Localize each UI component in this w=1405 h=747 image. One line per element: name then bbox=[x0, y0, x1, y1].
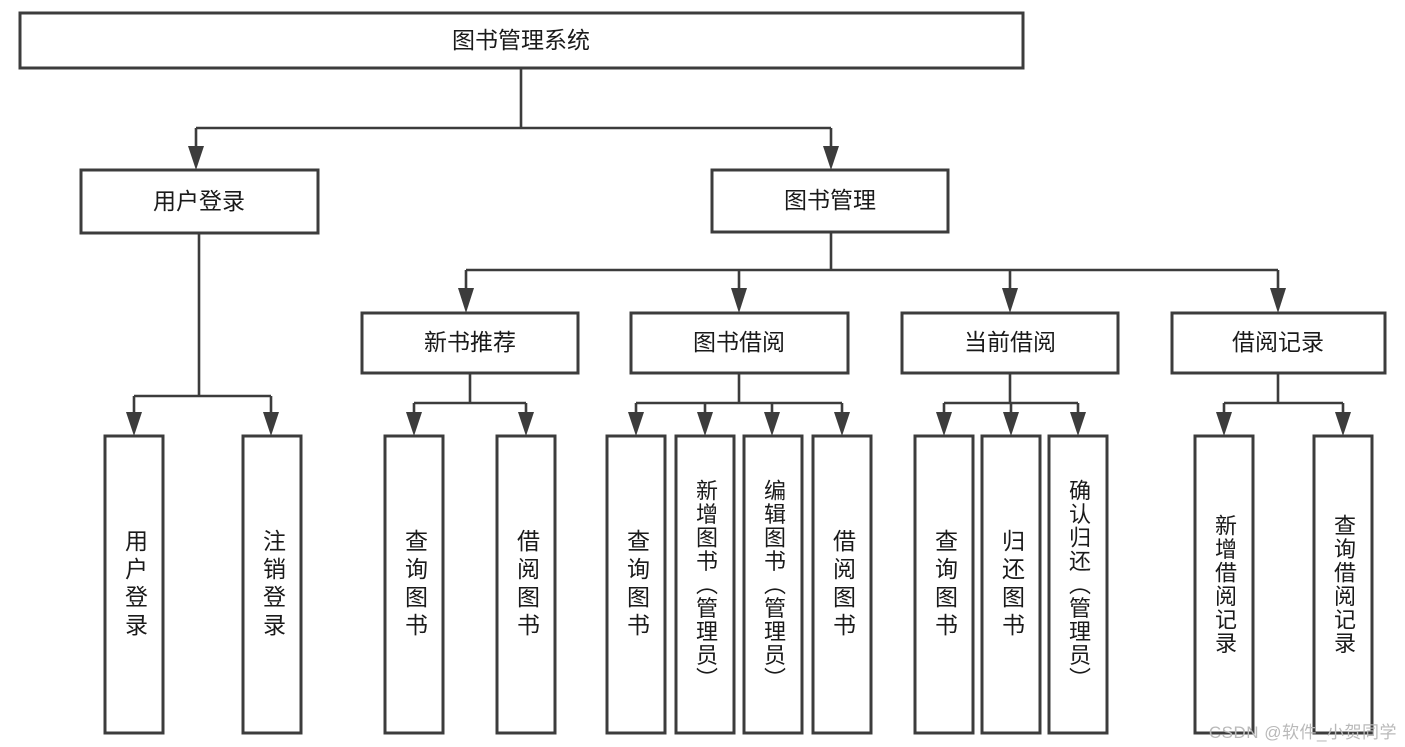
leaf-label: 借阅图书 bbox=[829, 528, 856, 641]
leaf-box-new-book-1[interactable] bbox=[495, 434, 557, 735]
leaf-label: 新增图书（管理员） bbox=[693, 478, 718, 691]
leaf-user-login-0[interactable]: 用户登录 bbox=[105, 436, 163, 733]
leaf-label: 查询图书 bbox=[623, 528, 650, 641]
leaf-label: 借阅图书 bbox=[513, 528, 540, 641]
leaf-current-borrow-0[interactable]: 查询图书 bbox=[915, 436, 973, 733]
node-new-book-recommend[interactable]: 新书推荐 bbox=[360, 311, 580, 375]
node-new-book-recommend-label: 新书推荐 bbox=[424, 329, 516, 355]
leaf-box-user-login-1[interactable] bbox=[241, 434, 303, 735]
node-borrow-records[interactable]: 借阅记录 bbox=[1170, 311, 1387, 375]
leaf-book-borrow-3[interactable]: 借阅图书 bbox=[813, 436, 871, 733]
leaf-box-new-book-0[interactable] bbox=[383, 434, 445, 735]
connector-group-book-management bbox=[458, 232, 1286, 313]
node-book-management-label: 图书管理 bbox=[784, 187, 876, 213]
leaf-label: 查询图书 bbox=[931, 528, 958, 641]
leaf-box-user-login-0[interactable] bbox=[103, 434, 165, 735]
leaf-label: 归还图书 bbox=[998, 528, 1025, 641]
connector-group-borrow-records bbox=[1216, 373, 1351, 436]
leaf-box-book-borrow-3[interactable] bbox=[811, 434, 873, 735]
node-user-login[interactable]: 用户登录 bbox=[79, 168, 320, 235]
leaf-label: 查询图书 bbox=[401, 528, 428, 641]
leaf-box-borrow-records-0[interactable] bbox=[1193, 434, 1255, 735]
leaf-box-current-borrow-0[interactable] bbox=[913, 434, 975, 735]
leaf-box-current-borrow-1[interactable] bbox=[980, 434, 1042, 735]
node-root[interactable]: 图书管理系统 bbox=[18, 11, 1025, 70]
connector-group-book-borrow bbox=[628, 373, 850, 436]
leaf-label: 注销登录 bbox=[259, 528, 286, 641]
leaf-label: 查询借阅记录 bbox=[1331, 514, 1356, 655]
leaf-book-borrow-2[interactable]: 编辑图书（管理员） bbox=[744, 436, 802, 733]
leaf-new-book-1[interactable]: 借阅图书 bbox=[497, 436, 555, 733]
leaf-current-borrow-2[interactable]: 确认归还（管理员） bbox=[1049, 436, 1107, 733]
leaf-user-login-1[interactable]: 注销登录 bbox=[243, 436, 301, 733]
leaf-label: 新增借阅记录 bbox=[1212, 514, 1237, 655]
leaf-box-book-borrow-0[interactable] bbox=[605, 434, 667, 735]
leaf-borrow-records-1[interactable]: 查询借阅记录 bbox=[1314, 436, 1372, 733]
leaf-book-borrow-0[interactable]: 查询图书 bbox=[607, 436, 665, 733]
leaf-label: 编辑图书（管理员） bbox=[761, 478, 786, 691]
leaf-box-book-borrow-1[interactable] bbox=[674, 434, 736, 735]
node-root-label: 图书管理系统 bbox=[452, 27, 590, 53]
leaf-box-borrow-records-1[interactable] bbox=[1312, 434, 1374, 735]
leaf-box-current-borrow-2[interactable] bbox=[1047, 434, 1109, 735]
watermark-text: CSDN @软件_小贺同学 bbox=[1208, 723, 1397, 742]
node-book-borrow-label: 图书借阅 bbox=[693, 329, 785, 355]
leaf-book-borrow-1[interactable]: 新增图书（管理员） bbox=[676, 436, 734, 733]
leaf-new-book-0[interactable]: 查询图书 bbox=[385, 436, 443, 733]
connector-group-root bbox=[188, 68, 839, 170]
leaf-label: 确认归还（管理员） bbox=[1066, 478, 1091, 691]
leaf-current-borrow-1[interactable]: 归还图书 bbox=[982, 436, 1040, 733]
node-book-management[interactable]: 图书管理 bbox=[710, 168, 950, 234]
leaf-borrow-records-0[interactable]: 新增借阅记录 bbox=[1195, 436, 1253, 733]
connector-group-new-book bbox=[406, 373, 534, 436]
connector-group-user-login bbox=[126, 233, 279, 436]
leaf-boxes bbox=[103, 434, 1374, 735]
leaf-label: 用户登录 bbox=[121, 528, 148, 641]
node-current-borrow[interactable]: 当前借阅 bbox=[900, 311, 1120, 375]
leaf-box-book-borrow-2[interactable] bbox=[742, 434, 804, 735]
node-current-borrow-label: 当前借阅 bbox=[964, 329, 1056, 355]
node-user-login-label: 用户登录 bbox=[153, 188, 245, 214]
node-book-borrow[interactable]: 图书借阅 bbox=[629, 311, 850, 375]
connector-group-current-borrow bbox=[936, 373, 1086, 436]
node-borrow-records-label: 借阅记录 bbox=[1232, 329, 1324, 355]
